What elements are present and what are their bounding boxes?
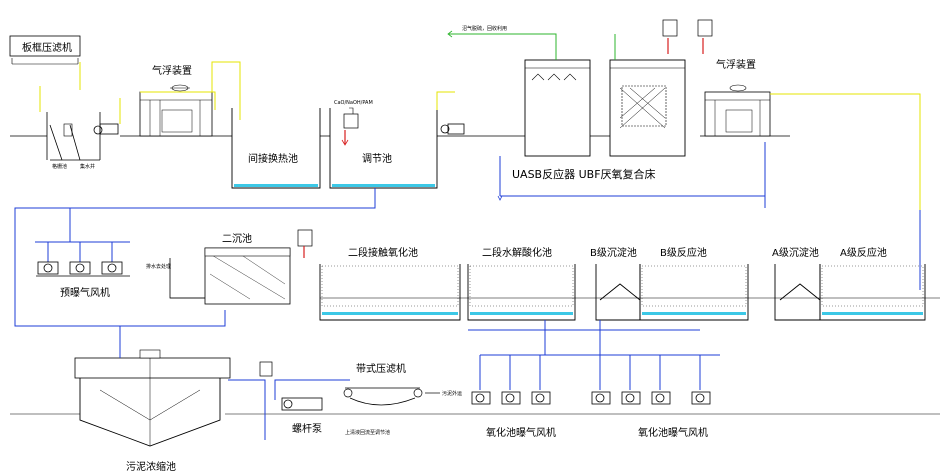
chem-tag-top: CaO/NaOH/PAM	[334, 100, 373, 106]
tank-contact-oxidation: 二段接触氧化池	[319, 246, 461, 321]
pre-aeration-blower-label: 预曝气风机	[60, 286, 110, 299]
water-line-top-to-mid	[14, 142, 766, 327]
tank-a-reactor: A级反应池	[819, 246, 926, 321]
belt-filter-press: 带式压滤机 污泥外运 上清液回流至调节池	[343, 362, 462, 436]
air-flotation-1-label: 气浮装置	[152, 64, 192, 77]
filter-press-label: 板框压滤机	[22, 41, 72, 54]
drain-note: 排水去处理	[146, 263, 171, 270]
air-flotation-unit-2: 气浮装置	[704, 58, 771, 137]
b-settling-label: B级沉淀池	[590, 246, 637, 259]
sludge-thickener: 污泥浓缩池	[74, 349, 231, 473]
b-reactor-label: B级反应池	[660, 246, 707, 259]
supernatant-return-label: 上清液回流至调节池	[345, 429, 390, 436]
tank-b-reactor: B级反应池	[639, 246, 749, 321]
tank-hydrolysis: 二段水解酸化池	[467, 246, 576, 321]
oxidation-blower-1-label: 氧化池曝气风机	[486, 426, 556, 439]
biogas-line	[448, 33, 616, 60]
ubf-reactor	[609, 59, 686, 157]
a-reactor-label: A级反应池	[840, 246, 887, 259]
pre-aeration-blowers: 预曝气风机	[35, 208, 130, 299]
screw-pump: 螺杆泵	[259, 361, 323, 435]
uasb-reactor	[524, 59, 591, 157]
tank-a-settling: A级沉淀池	[772, 246, 821, 321]
a-settling-label: A级沉淀池	[772, 246, 819, 259]
indirect-heat-pool: 间接换热池	[231, 108, 321, 189]
screen-left-label: 格栅池	[52, 163, 67, 170]
air-line-top	[39, 61, 921, 210]
oxidation-blowers: 氧化池曝气风机 氧化池曝气风机	[468, 320, 720, 439]
stage2-contact-oxidation-label: 二段接触氧化池	[348, 246, 418, 259]
dosing-box-top-1	[662, 19, 678, 54]
air-flotation-2-label: 气浮装置	[716, 58, 756, 71]
secondary-clarifier: 二沉池	[169, 229, 313, 305]
screw-pump-label: 螺杆泵	[292, 423, 322, 435]
cake-note: 污泥外运	[442, 390, 462, 397]
regulating-pool-label: 调节池	[362, 152, 392, 165]
sludge-thickener-label: 污泥浓缩池	[126, 460, 176, 473]
screen-pit: 格栅池 集水井	[46, 112, 101, 170]
screen-right-label: 集水井	[80, 163, 95, 170]
dosing-box-top-2	[697, 19, 713, 54]
regulating-pool: 调节池 CaO/NaOH/PAM	[329, 100, 438, 189]
oxidation-blower-2-label: 氧化池曝气风机	[638, 426, 708, 439]
belt-filter-press-label: 带式压滤机	[356, 362, 406, 375]
filter-press: 板框压滤机	[9, 35, 81, 65]
feed-pump	[440, 123, 465, 135]
tank-b-settling: B级沉淀池	[590, 246, 641, 321]
stage2-hydrolysis-label: 二段水解酸化池	[482, 246, 552, 259]
sludge-line	[119, 326, 350, 440]
air-flotation-unit-1: 气浮装置	[139, 64, 213, 137]
indirect-heat-pool-label: 间接换热池	[248, 152, 298, 165]
lift-pump	[93, 123, 119, 135]
secondary-clarifier-label: 二沉池	[222, 232, 252, 245]
biogas-note: 沼气脱硫，回收利用	[462, 25, 507, 32]
uasb-ubf-label: UASB反应器 UBF厌氧复合床	[512, 167, 656, 181]
